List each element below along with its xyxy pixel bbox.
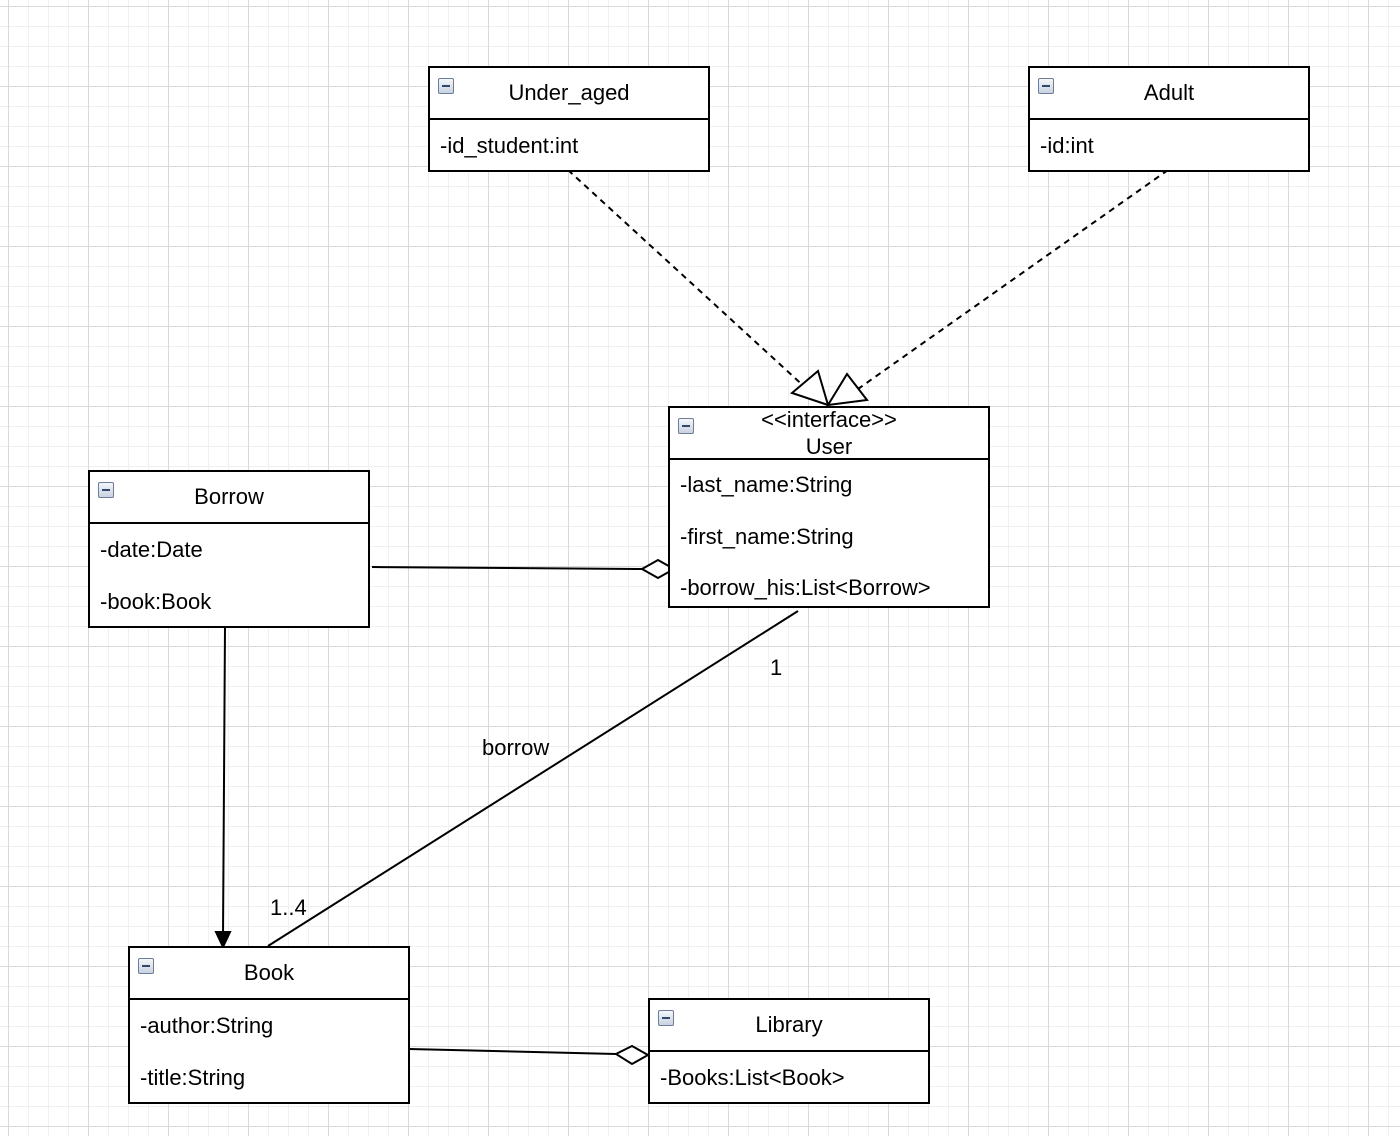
borrow-book-arrowhead [214, 931, 232, 950]
under-aged-attribute[interactable]: -id_student:int [440, 133, 579, 158]
borrow-attribute-date[interactable]: -date:Date [100, 537, 203, 562]
borrow-user-aggregation-line[interactable] [371, 566, 643, 570]
user-attribute-last-name[interactable]: -last_name:String [680, 472, 853, 497]
book-library-aggregation-line[interactable] [408, 1048, 617, 1055]
user-attribute-first-name[interactable]: -first_name:String [680, 524, 854, 549]
minus-box-icon[interactable] [438, 78, 454, 94]
user-interface-header[interactable]: <<interface>> User [670, 407, 988, 460]
minus-box-icon[interactable] [98, 482, 114, 498]
association-name-label[interactable]: borrow [482, 735, 550, 760]
borrow-class-name: Borrow [194, 484, 264, 509]
borrow-class[interactable]: Borrow -date:Date -book:Book [88, 470, 370, 628]
book-attribute-title[interactable]: -title:String [140, 1065, 246, 1090]
minus-box-icon[interactable] [138, 958, 154, 974]
user-book-association-line[interactable] [267, 610, 799, 947]
adult-class[interactable]: Adult -id:int [1028, 66, 1310, 172]
user-attribute-borrow-history[interactable]: -borrow_his:List<Borrow> [680, 575, 931, 600]
library-attribute-books[interactable]: -Books:List<Book> [660, 1065, 845, 1090]
under-aged-realization-line[interactable] [567, 169, 809, 391]
borrow-attribute-book[interactable]: -book:Book [100, 589, 212, 614]
user-multiplicity-label[interactable]: 1 [770, 655, 783, 680]
under-aged-class-header[interactable]: Under_aged [430, 68, 708, 120]
user-interface-class[interactable]: <<interface>> User -last_name:String -fi… [668, 406, 990, 608]
under-aged-class-name: Under_aged [508, 80, 630, 105]
user-stereotype: <<interface>> [761, 407, 897, 432]
borrow-class-header[interactable]: Borrow [90, 472, 368, 524]
book-multiplicity-label[interactable]: 1..4 [270, 895, 307, 920]
book-class-header[interactable]: Book [130, 948, 408, 1000]
borrow-user-aggregation-diamond [639, 558, 677, 580]
minus-box-icon[interactable] [658, 1010, 674, 1026]
adult-realization-arrowhead [826, 372, 869, 407]
library-class-name: Library [755, 1012, 823, 1037]
adult-attribute[interactable]: -id:int [1040, 133, 1094, 158]
book-class[interactable]: Book -author:String -title:String [128, 946, 410, 1104]
adult-class-name: Adult [1143, 80, 1195, 105]
book-library-aggregation-diamond [613, 1044, 651, 1066]
adult-class-header[interactable]: Adult [1030, 68, 1308, 120]
library-class-header[interactable]: Library [650, 1000, 928, 1052]
library-class[interactable]: Library -Books:List<Book> [648, 998, 930, 1104]
borrow-book-association-line[interactable] [222, 626, 226, 937]
adult-realization-line[interactable] [857, 169, 1169, 390]
book-attribute-author[interactable]: -author:String [140, 1013, 274, 1038]
minus-box-icon[interactable] [678, 418, 694, 434]
book-class-name: Book [243, 960, 295, 985]
minus-box-icon[interactable] [1038, 78, 1054, 94]
under-aged-class[interactable]: Under_aged -id_student:int [428, 66, 710, 172]
under-aged-realization-arrowhead [789, 369, 830, 407]
user-class-name: User [805, 434, 853, 459]
